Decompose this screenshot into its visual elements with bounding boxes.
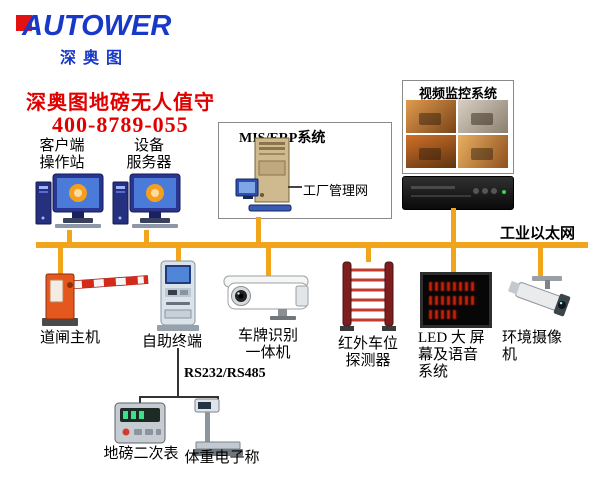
client-pc-label: 客户端 操作站 [39, 138, 85, 171]
dvr-led [502, 190, 506, 194]
serial-protocol-label: RS232/RS485 [184, 366, 266, 381]
barrier-label: 道闸主机 [39, 330, 100, 346]
infrared-connector [366, 247, 371, 262]
serial-wire-horizontal [139, 396, 219, 398]
led-label: LED 大 屏 幕及语音 系统 [418, 330, 485, 380]
barrier-gate-icon [42, 273, 149, 326]
environment-camera-icon [508, 276, 571, 317]
camera-thumbnail [458, 100, 508, 133]
logo-subtitle: 深奥图 [60, 50, 130, 67]
barrier-connector [58, 247, 63, 275]
server-pc-connector [144, 230, 149, 243]
erp-server-tower-icon [235, 137, 292, 212]
led-text-row [429, 296, 477, 305]
led-display-icon [420, 272, 492, 328]
led-text-row [429, 282, 477, 291]
lpr-label: 车牌识别 一体机 [237, 328, 298, 361]
mis-erp-box: MIS/ERP系统 工厂管理网 [218, 122, 392, 219]
server-pc-icon [112, 173, 181, 228]
video-surveillance-box: 视频监控系统 [402, 80, 514, 174]
serial-wire-drop-left [139, 396, 141, 403]
led-text-row [429, 310, 459, 319]
electronic-scale-icon [193, 398, 243, 456]
dvr-connector [451, 208, 456, 243]
camera-thumbnail [406, 135, 456, 168]
kiosk-connector [176, 247, 181, 262]
client-pc-icon [35, 173, 104, 228]
dvr-strip [411, 195, 471, 197]
weighbridge-indicator-icon [114, 402, 166, 444]
client-pc-connector [67, 230, 72, 243]
logo-red-square-icon [16, 15, 32, 31]
page-title: 深奥图地磅无人值守 [26, 92, 215, 114]
dvr-button [491, 188, 497, 194]
infrared-label: 红外车位 探测器 [337, 336, 398, 369]
indicator-label: 地磅二次表 [103, 446, 179, 462]
camera-thumbnail [406, 100, 456, 133]
scale-label: 体重电子称 [184, 450, 260, 466]
led-connector [451, 247, 456, 274]
serial-wire-vertical [177, 348, 179, 396]
ethernet-bus-label: 工业以太网 [500, 226, 576, 242]
erp-network-connector-line [288, 186, 302, 188]
kiosk-label: 自助终端 [141, 334, 202, 350]
lpr-connector [266, 247, 271, 276]
industrial-ethernet-bus [36, 242, 588, 248]
envcam-label: 环境摄像 机 [502, 330, 563, 363]
factory-network-label: 工厂管理网 [303, 183, 369, 198]
camera-thumbnails [406, 100, 508, 168]
video-surveillance-label: 视频监控系统 [418, 86, 497, 101]
lpr-camera-icon [223, 275, 309, 320]
logo-brand: AUTOWER [22, 10, 172, 42]
mis-box-connector [256, 217, 261, 243]
dvr-button [482, 188, 488, 194]
infrared-detector-icon [340, 261, 396, 331]
self-service-kiosk-icon [157, 260, 199, 331]
dvr-button [473, 188, 479, 194]
envcam-connector [538, 247, 543, 278]
server-pc-label: 设备 服务器 [126, 138, 172, 171]
camera-thumbnail [458, 135, 508, 168]
phone-number: 400-8789-055 [52, 112, 189, 137]
dvr-recorder-icon [402, 176, 514, 210]
dvr-disc-slot [411, 186, 455, 189]
